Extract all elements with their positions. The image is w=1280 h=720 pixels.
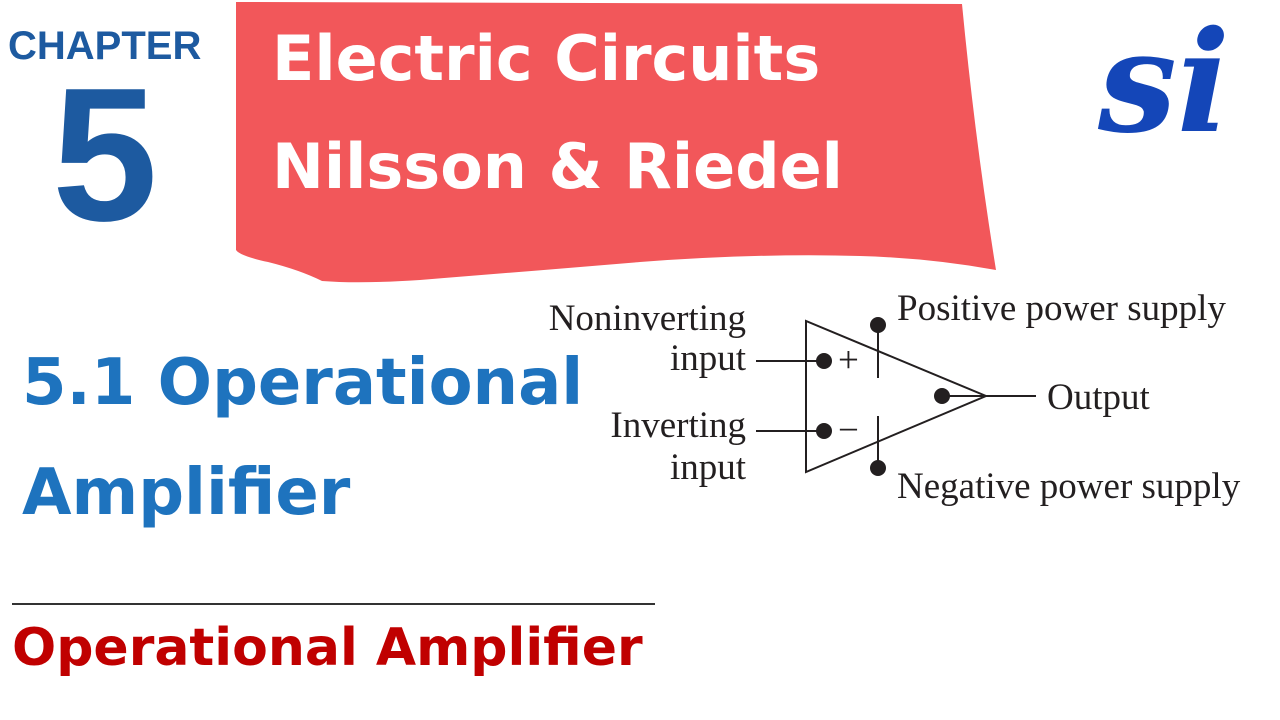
banner-title-line-1: Electric Circuits (272, 22, 821, 95)
plus-sign: + (838, 340, 859, 381)
chapter-number: 5 (52, 49, 158, 261)
negative-supply-label: Negative power supply (897, 466, 1241, 507)
noninverting-label-line-2: input (670, 338, 747, 379)
banner-shape (236, 2, 996, 283)
noninverting-terminal (816, 353, 832, 369)
output-label: Output (1047, 377, 1151, 418)
minus-sign: − (838, 410, 859, 451)
op-amp-triangle (805, 319, 989, 474)
si-logo: si (1098, 1, 1231, 165)
section-title: 5.1 Operational Amplifier (22, 328, 583, 548)
positive-supply-terminal (870, 317, 886, 333)
banner-title-line-2: Nilsson & Riedel (272, 130, 843, 203)
topic-title: Operational Amplifier (12, 618, 643, 678)
inverting-label-line-2: input (670, 447, 747, 488)
divider (12, 603, 655, 605)
chapter-label: CHAPTER (8, 24, 202, 68)
inverting-terminal (816, 423, 832, 439)
output-terminal (934, 388, 950, 404)
section-title-line-1: 5.1 Operational (22, 346, 584, 420)
title-banner (236, 2, 996, 283)
positive-supply-label: Positive power supply (897, 288, 1226, 329)
negative-supply-terminal (870, 460, 886, 476)
inverting-label-line-1: Inverting (610, 405, 746, 446)
noninverting-label-line-1: Noninverting (549, 298, 746, 339)
section-title-line-2: Amplifier (22, 456, 351, 530)
